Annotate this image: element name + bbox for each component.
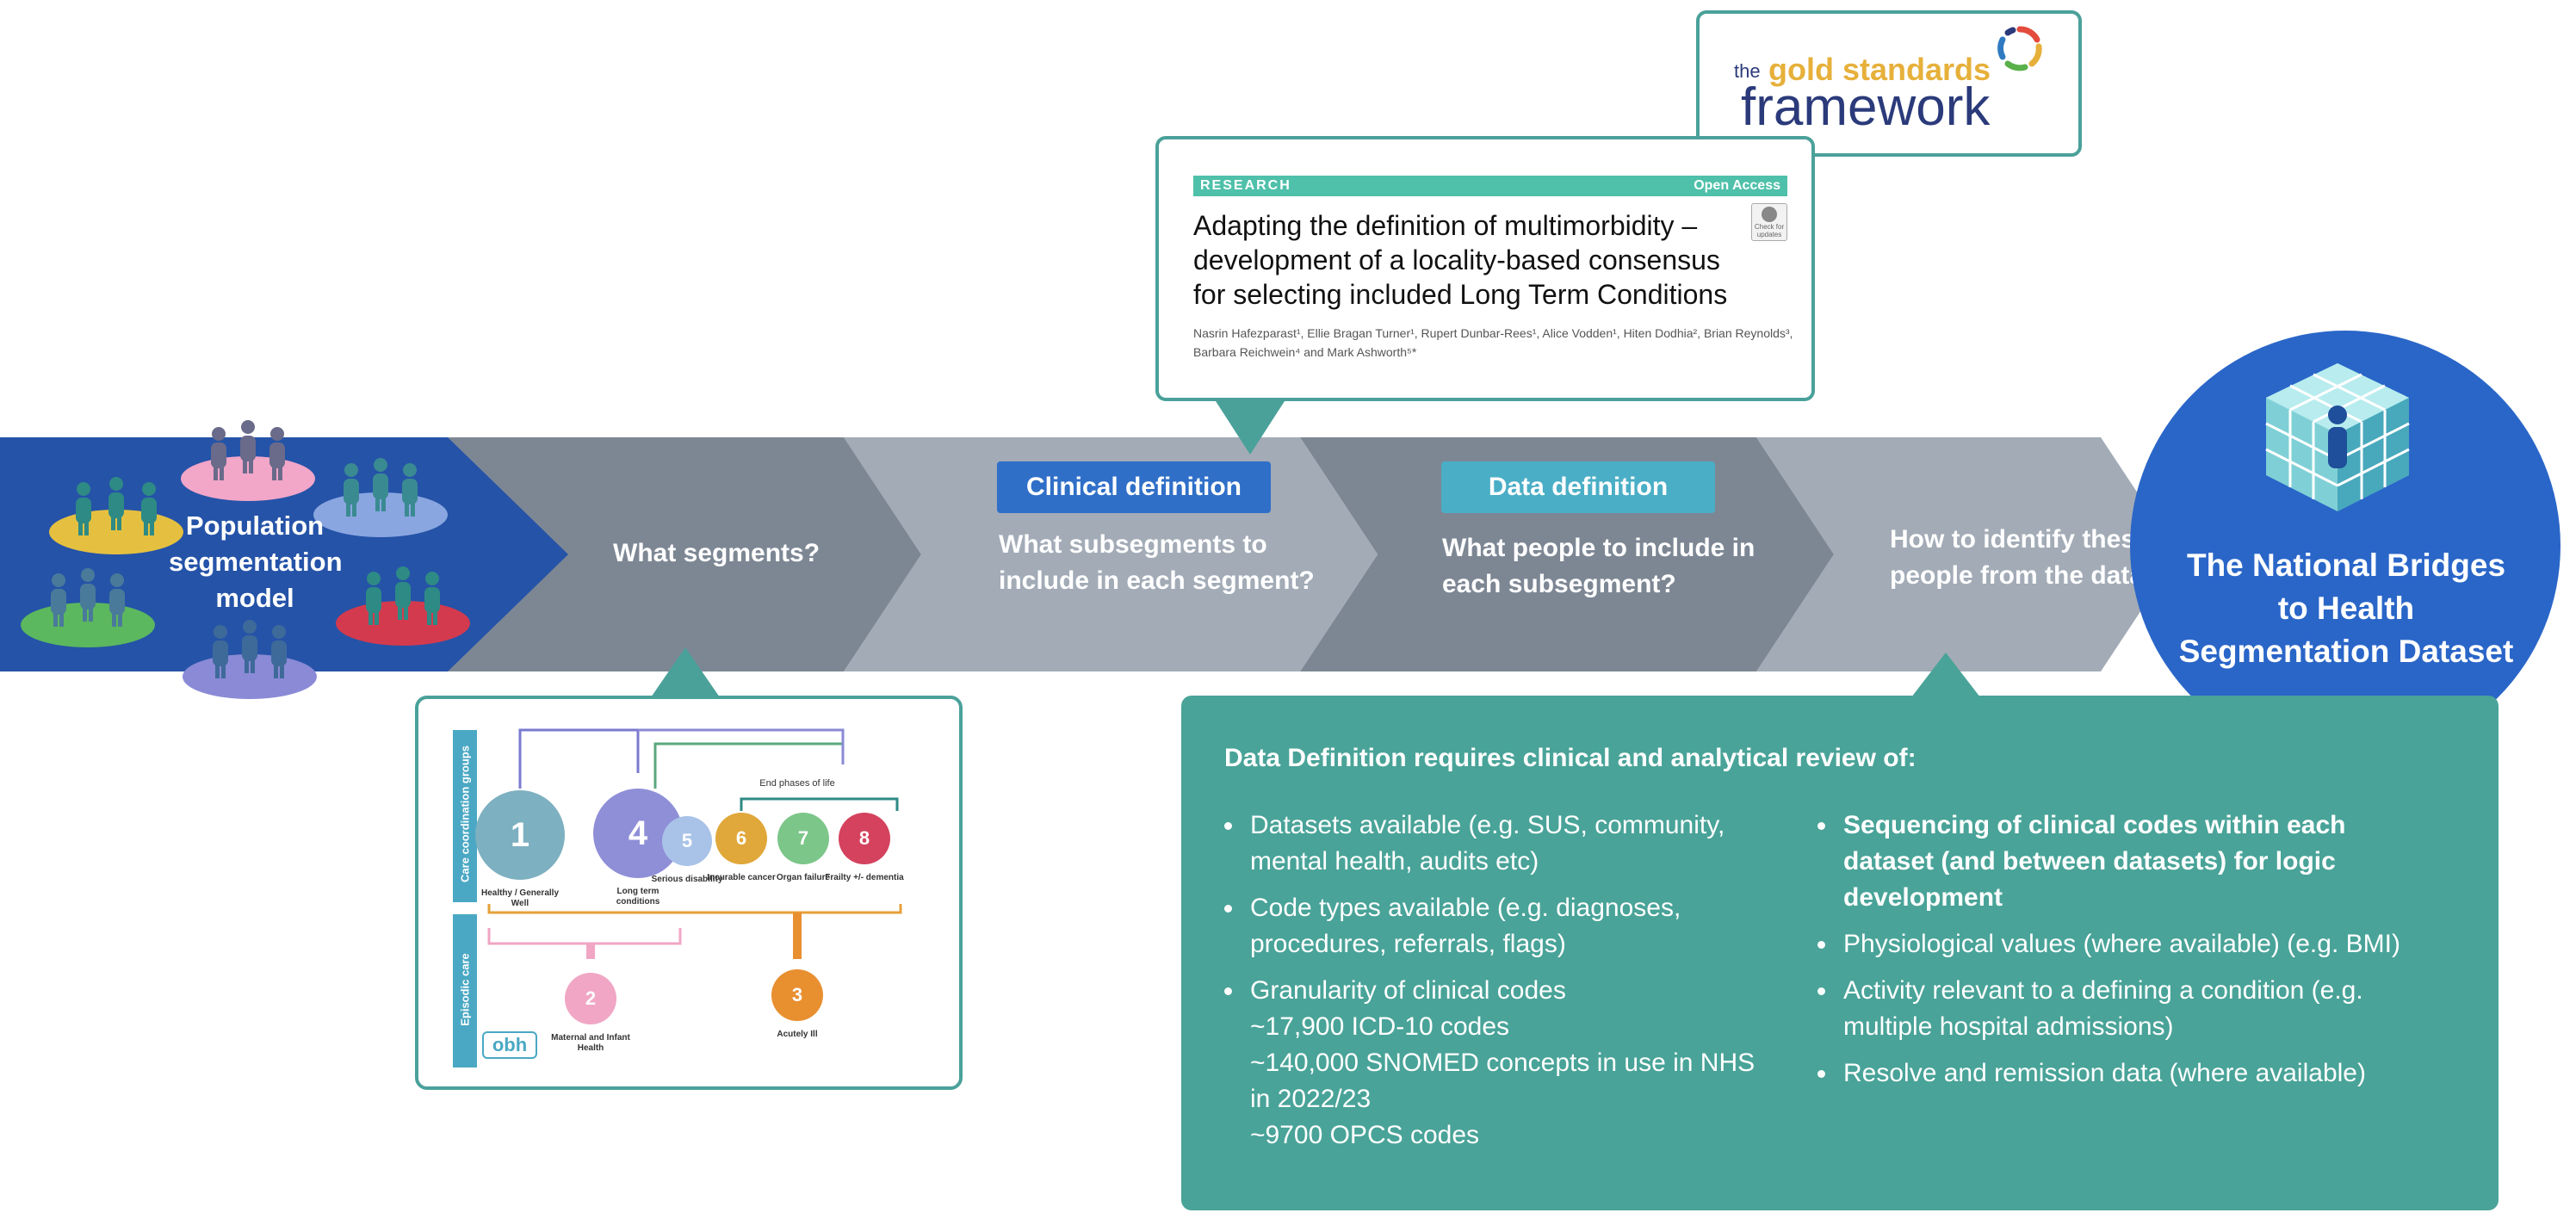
segment-circle-8: 8 (839, 813, 890, 864)
clinical-question: What subsegments to include in each segm… (999, 530, 1315, 595)
stage-arrow-5 (1756, 437, 2178, 671)
final-dataset-circle (2130, 331, 2561, 761)
check-for-updates-badge: Check for updates (1751, 203, 1787, 241)
info-list-item: Granularity of clinical codes~17,900 ICD… (1245, 973, 1793, 1154)
info-list-item: Resolve and remission data (where availa… (1838, 1055, 2489, 1092)
segment-label-1: Healthy / Generally Well (480, 888, 560, 908)
logo-framework: framework (1741, 77, 1991, 137)
data-definition-chip: Data definition (1441, 461, 1715, 513)
check-for-updates-text: Check for updates (1754, 223, 1785, 238)
episodic-bar (453, 914, 477, 1067)
paper-title: Adapting the definition of multimorbidit… (1193, 210, 1728, 310)
paper-tag: RESEARCH (1200, 178, 1291, 193)
segment-label-3: Acutely Ill (777, 1030, 818, 1039)
care-groups-bar (453, 730, 477, 902)
data-definition-review-card: Data Definition requires clinical and an… (1181, 696, 2499, 1210)
info-list-item: Datasets available (e.g. SUS, community,… (1245, 808, 1793, 880)
data-question: What people to include in each subsegmen… (1442, 534, 1756, 598)
identify-question: How to identify these people from the da… (1890, 525, 2160, 590)
logo-the: the (1734, 60, 1761, 82)
segment-circle-3: 3 (771, 969, 823, 1021)
final-dataset-label: The National Bridges to Health Segmentat… (2178, 548, 2514, 669)
segment-label-2: Maternal and Infant Health (551, 1033, 630, 1053)
segment-circle-1: 1 (475, 790, 565, 880)
segment-label-7: Organ failure (776, 873, 831, 882)
info-list-item: Sequencing of clinical codes within each… (1838, 808, 2489, 916)
people-groups-icon (21, 420, 470, 699)
segment-label-6: Incurable cancer (707, 873, 776, 882)
segment-diagram-card: Care coordination groups Episodic care o… (415, 696, 963, 1090)
paper-authors: Nasrin Hafezparast¹, Ellie Bragan Turner… (1193, 326, 1793, 359)
end-of-life-label: End phases of life (759, 778, 835, 789)
info-pointer (1911, 653, 1980, 697)
segment-label-8: Frailty +/- dementia (825, 873, 904, 882)
segment-circle-2: 2 (565, 973, 616, 1024)
info-list-item: Physiological values (where available) (… (1838, 926, 2489, 962)
info-list-item: Activity relevant to a defining a condit… (1838, 973, 2489, 1045)
segment-connectors (487, 728, 902, 959)
paper-access: Open Access (1694, 178, 1780, 193)
segment-circle-5: 5 (662, 816, 712, 866)
paper-pointer (1216, 401, 1285, 455)
segment-circle-6: 6 (715, 813, 767, 864)
info-heading: Data Definition requires clinical and an… (1224, 744, 1917, 772)
paper-header-bar: RESEARCH Open Access (1193, 176, 1787, 196)
segment-label-4: Long term conditions (616, 887, 660, 907)
gsf-ring-icon (1997, 26, 2042, 71)
gold-standards-framework-logo: the gold standards framework (1696, 10, 2082, 157)
info-left-list: Datasets available (e.g. SUS, community,… (1216, 808, 1793, 1164)
population-label: Population segmentation model (169, 510, 343, 613)
segment-label-5: Serious disability (651, 875, 723, 884)
segment-circle-7: 7 (777, 813, 829, 864)
crossref-icon (1762, 207, 1777, 222)
what-segments-label: What segments? (613, 539, 820, 567)
info-right-list: Sequencing of clinical codes within each… (1809, 808, 2489, 1102)
clinical-definition-chip: Clinical definition (997, 461, 1271, 513)
obh-logo: obh (482, 1031, 537, 1059)
info-list-item: Code types available (e.g. diagnoses,pro… (1245, 890, 1793, 962)
stage-arrow-2 (448, 437, 921, 671)
diagram-pointer (651, 647, 720, 697)
research-paper-card: RESEARCH Open Access Adapting the defini… (1155, 136, 1815, 401)
data-cube-person-icon (2265, 363, 2410, 511)
logo-gold-standards: gold standards (1768, 52, 1991, 87)
